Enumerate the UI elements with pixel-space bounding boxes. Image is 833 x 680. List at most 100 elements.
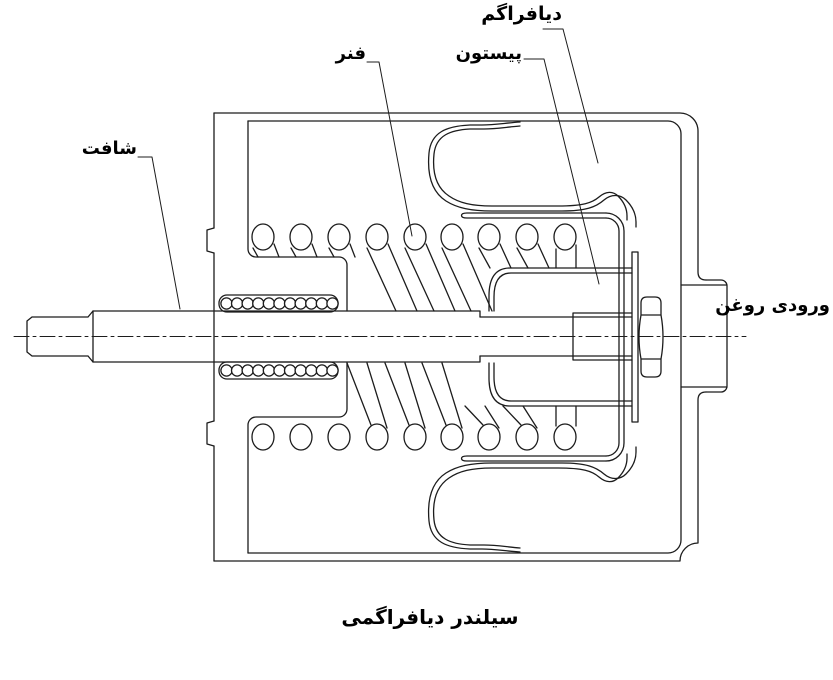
seal-ring	[230, 364, 244, 377]
spring-coil-section	[327, 423, 351, 451]
bearing-block-bottom	[247, 362, 348, 554]
spring-drawing	[251, 223, 577, 451]
seal-ring	[294, 364, 307, 377]
seal-ring	[241, 297, 254, 310]
spring-coil-section	[515, 223, 539, 251]
seal-ring	[315, 364, 329, 377]
seal-ring	[326, 297, 339, 310]
seal-ring	[230, 297, 244, 310]
shaft-seal-drawing	[218, 294, 339, 380]
label-oil-inlet: ورودی روغن	[715, 295, 830, 316]
seal-ring	[305, 364, 318, 377]
hex-nut	[638, 296, 664, 378]
spring-coil-wire	[404, 362, 426, 429]
spring-coil-section	[515, 423, 539, 451]
seal-ring	[283, 297, 297, 310]
spring-coil-wire	[290, 247, 297, 258]
spring-coil-section	[289, 223, 313, 251]
spring-coil-section	[440, 223, 464, 251]
seal-ring	[252, 364, 265, 377]
spring-coil-wire	[252, 247, 259, 258]
spring-coil-section	[365, 223, 389, 251]
spring-coil-wire	[404, 247, 435, 312]
seal-ring	[294, 297, 307, 310]
label-shaft: شافت	[81, 138, 137, 159]
spring-coil-wire	[273, 243, 280, 258]
spring-coil-wire	[384, 362, 410, 426]
label-spring: فنر	[335, 43, 366, 64]
spring-leader	[366, 61, 413, 237]
spring-coil-wire	[484, 405, 500, 429]
shaft-threaded-end	[479, 312, 633, 361]
spring-coil-section	[440, 423, 464, 451]
label-diaphragm: دیافراگم	[481, 3, 562, 25]
seal-ring	[326, 364, 339, 377]
spring-coil-wire	[537, 243, 550, 269]
seal-ring	[315, 297, 329, 310]
spring-coil-section	[403, 223, 427, 251]
spring-coil-wire	[522, 405, 538, 429]
spring-coil-wire	[478, 247, 491, 269]
seal-ring	[220, 297, 233, 310]
seal-ring	[252, 297, 265, 310]
seal-ring	[273, 364, 286, 377]
housing-inner-wall	[247, 120, 682, 554]
shaft-leader	[137, 156, 181, 310]
figure-caption: سیلندر دیافراگمی	[341, 605, 519, 629]
diaphragm-bottom-outer	[427, 446, 637, 553]
housing-wall-notch-bottom	[206, 420, 215, 447]
housing-wall-notch-top	[206, 227, 215, 254]
seal-ring	[305, 297, 318, 310]
piston-lip-bottom	[460, 455, 607, 462]
spring-coil-section	[477, 423, 501, 451]
piston-leader	[523, 58, 600, 285]
seal-ring	[273, 297, 286, 310]
seal-ring	[283, 364, 297, 377]
spring-coil-wire	[425, 243, 456, 312]
spring-coil-wire	[502, 405, 522, 426]
diaphragm-top-outer	[427, 121, 637, 228]
spring-coil-wire	[387, 243, 418, 312]
piston-plate-top	[488, 267, 633, 312]
seal-ring	[220, 364, 233, 377]
spring-coil-wire	[462, 243, 493, 312]
spring-coil-wire	[311, 243, 318, 258]
label-piston: پیستون	[455, 43, 522, 64]
spring-coil-section	[365, 423, 389, 451]
seal-ring	[262, 364, 276, 377]
housing-outer-bottom	[213, 391, 707, 562]
spring-coil-wire	[516, 247, 529, 269]
spring-coil-wire	[366, 247, 397, 312]
diaphragm-top-inner	[432, 125, 628, 221]
spring-coil-wire	[441, 247, 472, 312]
seal-ring	[262, 297, 276, 310]
piston-plate-bottom	[488, 362, 633, 407]
spring-coil-wire	[346, 362, 372, 426]
port-inner-edges	[680, 284, 728, 388]
diaphragm-bottom-inner	[432, 453, 628, 549]
bearing-block-top	[247, 120, 348, 312]
spring-coil-wire	[441, 362, 463, 429]
spring-coil-wire	[464, 405, 484, 426]
spring-coil-section	[327, 223, 351, 251]
spring-coil-wire	[349, 243, 356, 258]
spring-coil-wire	[328, 247, 335, 258]
spring-coil-wire	[421, 362, 447, 426]
spring-coil-section	[251, 223, 275, 251]
spring-coil-section	[289, 423, 313, 451]
housing-drawing	[206, 112, 707, 562]
spring-coil-section	[251, 423, 275, 451]
diaphragm-drawing	[427, 121, 637, 553]
spring-coil-wire	[366, 362, 388, 429]
diaphragm-leader	[542, 28, 599, 164]
spring-coil-section	[553, 223, 577, 251]
seal-ring	[241, 364, 254, 377]
spring-coil-section	[477, 223, 501, 251]
housing-outer-top	[213, 112, 707, 281]
leader-lines	[137, 28, 600, 310]
spring-coil-section	[403, 423, 427, 451]
spring-coil-wire	[499, 243, 512, 269]
piston-lip-top	[460, 212, 607, 219]
